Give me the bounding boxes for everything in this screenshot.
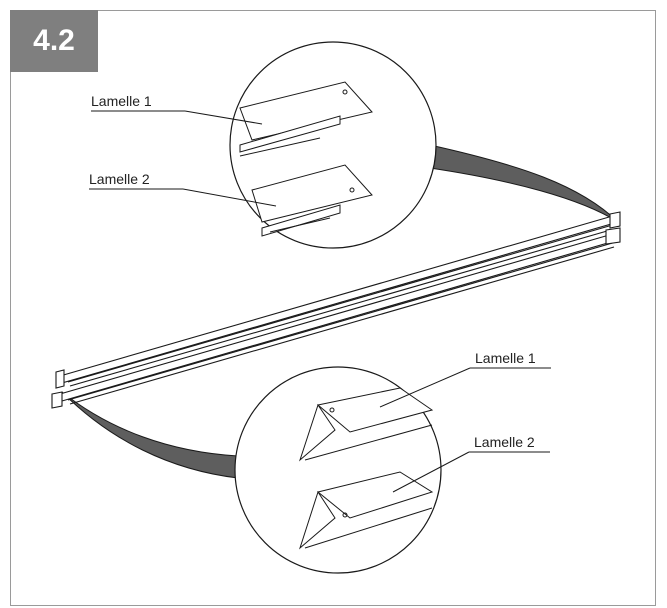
bottom-leader-band (61, 391, 239, 479)
top-leader-band (429, 144, 619, 223)
bottom-callout-lamelle-2: Lamelle 2 (392, 434, 550, 493)
step-number-badge: 4.2 (10, 10, 98, 72)
bottom-callout-lamelle-1: Lamelle 1 (379, 350, 551, 408)
rail-lamelle-1 (55, 211, 621, 389)
top-callout-lamelle-2: Lamelle 2 (89, 171, 277, 207)
top-callout-lamelle-1: Lamelle 1 (91, 93, 263, 125)
top-detail-circle (229, 41, 437, 249)
rail-lamelle-2 (51, 227, 621, 409)
bottom-label-lamelle-2: Lamelle 2 (474, 434, 535, 450)
bottom-label-lamelle-1: Lamelle 1 (475, 350, 536, 366)
top-label-lamelle-2: Lamelle 2 (89, 171, 150, 187)
bottom-detail-circle (234, 366, 442, 574)
top-label-lamelle-1: Lamelle 1 (91, 93, 152, 109)
